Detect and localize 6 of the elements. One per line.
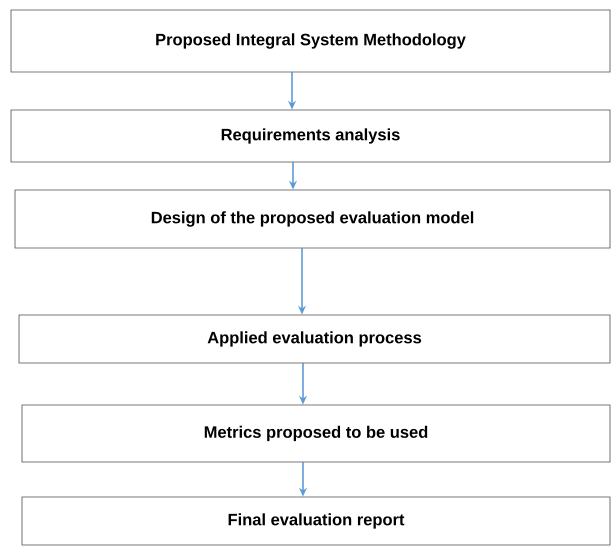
process-box: Metrics proposed to be used	[22, 404, 610, 462]
process-box: Final evaluation report	[22, 496, 610, 546]
process-box: Requirements analysis	[10, 110, 610, 162]
process-box: Proposed Integral System Methodology	[10, 10, 610, 72]
process-box: Applied evaluation process	[18, 314, 610, 364]
process-box: Design of the proposed evaluation model	[14, 190, 610, 248]
